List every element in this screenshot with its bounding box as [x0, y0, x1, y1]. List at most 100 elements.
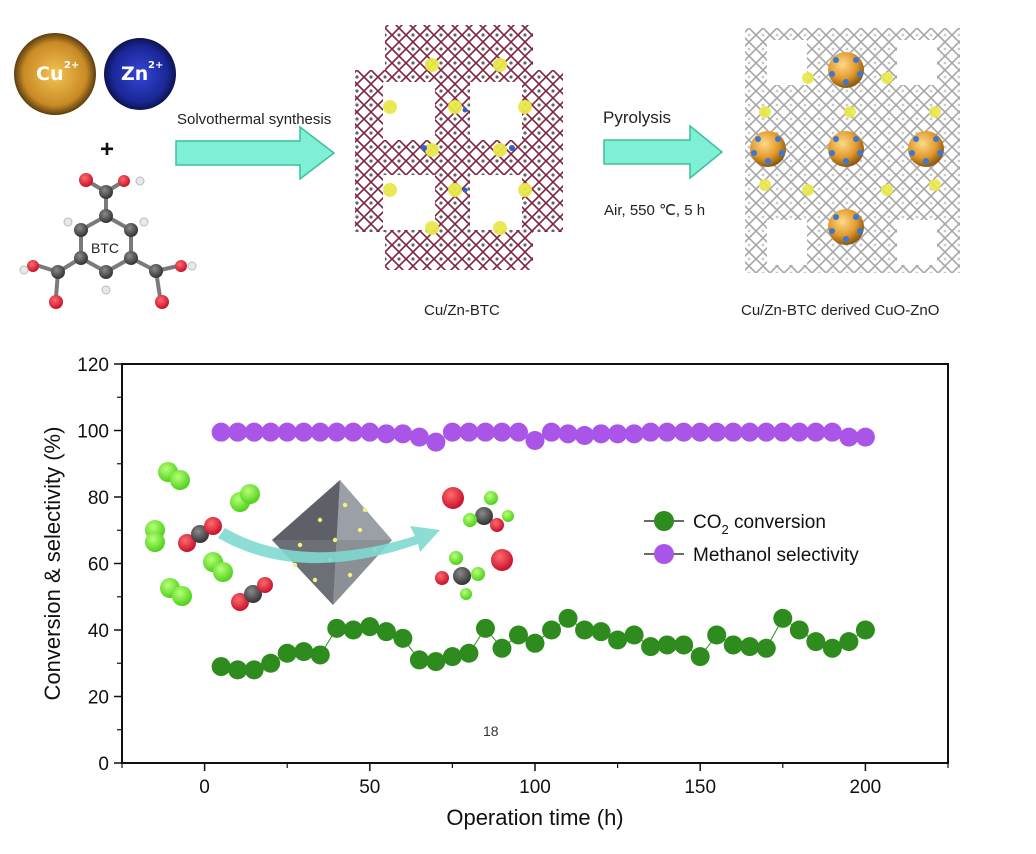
data-point — [261, 653, 281, 673]
page-number: 18 — [483, 723, 499, 739]
zn-ion-label: Zn — [121, 63, 148, 85]
data-point — [277, 422, 297, 442]
y-tick-label: 20 — [88, 688, 109, 709]
data-point — [294, 422, 314, 442]
x-tick-label: 50 — [359, 777, 380, 798]
data-point — [409, 650, 429, 670]
data-point — [244, 660, 264, 680]
catalyst-inset-illustration — [145, 462, 514, 611]
data-point — [409, 427, 429, 447]
data-point — [707, 625, 727, 645]
legend-co2-sub: 2 — [722, 522, 729, 537]
data-point — [475, 618, 495, 638]
data-point — [674, 422, 694, 442]
data-point — [475, 422, 495, 442]
data-point — [525, 430, 545, 450]
data-point — [393, 628, 413, 648]
data-point — [360, 422, 380, 442]
step2-condition: Air, 550 ℃, 5 h — [604, 202, 705, 219]
data-point — [723, 422, 743, 442]
legend: CO2 conversion Methanol selectivity — [644, 511, 859, 566]
data-point — [360, 617, 380, 637]
data-point — [211, 657, 231, 677]
data-point — [327, 618, 347, 638]
product-structure-icon — [745, 28, 960, 273]
data-point — [740, 422, 760, 442]
data-point — [740, 637, 760, 657]
data-point — [839, 427, 859, 447]
data-point — [508, 422, 528, 442]
data-point — [624, 424, 644, 444]
data-point — [343, 620, 363, 640]
data-point — [277, 643, 297, 663]
data-point — [641, 637, 661, 657]
data-point — [327, 422, 347, 442]
data-point — [542, 422, 562, 442]
data-point — [756, 638, 776, 658]
data-point — [442, 647, 462, 667]
data-point — [789, 422, 809, 442]
data-point — [657, 635, 677, 655]
data-point — [806, 632, 826, 652]
data-point — [310, 645, 330, 665]
data-point — [294, 642, 314, 662]
data-point — [789, 620, 809, 640]
series-methanol-selectivity — [211, 422, 875, 452]
btc-molecule-icon: BTC — [19, 173, 197, 309]
data-point — [657, 422, 677, 442]
data-point — [376, 622, 396, 642]
cu-ion-charge: 2+ — [64, 60, 79, 71]
data-point — [591, 622, 611, 642]
data-point — [343, 422, 363, 442]
data-point — [839, 632, 859, 652]
data-point — [575, 620, 595, 640]
x-tick-label: 200 — [850, 777, 882, 798]
btc-label: BTC — [91, 240, 119, 256]
zn-ion-icon: Zn 2+ — [104, 38, 176, 110]
data-point — [575, 425, 595, 445]
cuo-zno-nanoparticles — [750, 52, 944, 245]
data-point — [608, 424, 628, 444]
data-point — [508, 625, 528, 645]
data-point — [393, 424, 413, 444]
svg-text:CO2 conversion: CO2 conversion — [693, 512, 826, 537]
data-point — [855, 620, 875, 640]
pyrolysis-arrow-icon — [603, 124, 724, 180]
data-point — [459, 643, 479, 663]
methanol-molecules — [435, 487, 514, 600]
data-point — [558, 608, 578, 628]
plus-sign: + — [100, 136, 114, 163]
y-tick-label: 100 — [77, 422, 109, 443]
data-point — [558, 424, 578, 444]
data-point — [492, 638, 512, 658]
legend-item-methanol: Methanol selectivity — [644, 544, 859, 566]
data-point — [756, 422, 776, 442]
cu-ion-label: Cu — [36, 63, 63, 85]
y-tick-label: 40 — [88, 621, 109, 642]
step2-label: Pyrolysis — [603, 108, 671, 127]
step1-label: Solvothermal synthesis — [177, 111, 331, 128]
y-tick-label: 120 — [77, 355, 109, 376]
data-point — [690, 422, 710, 442]
synthesis-scheme: Cu 2+ Zn 2+ + — [14, 25, 960, 319]
y-axis-title: Conversion & selectivity (%) — [40, 427, 65, 701]
data-point — [244, 422, 264, 442]
legend-methanol-label: Methanol selectivity — [693, 545, 859, 566]
data-point — [773, 608, 793, 628]
data-point — [674, 635, 694, 655]
data-point — [707, 422, 727, 442]
h2-molecules — [145, 462, 260, 606]
y-tick-label: 80 — [88, 488, 109, 509]
data-point — [773, 422, 793, 442]
legend-co2-rest: conversion — [729, 512, 826, 533]
x-tick-label: 150 — [684, 777, 716, 798]
data-point — [690, 647, 710, 667]
y-tick-label: 60 — [88, 555, 109, 576]
data-point — [822, 638, 842, 658]
zn-ion-charge: 2+ — [148, 60, 163, 71]
data-point — [426, 652, 446, 672]
data-point — [641, 422, 661, 442]
